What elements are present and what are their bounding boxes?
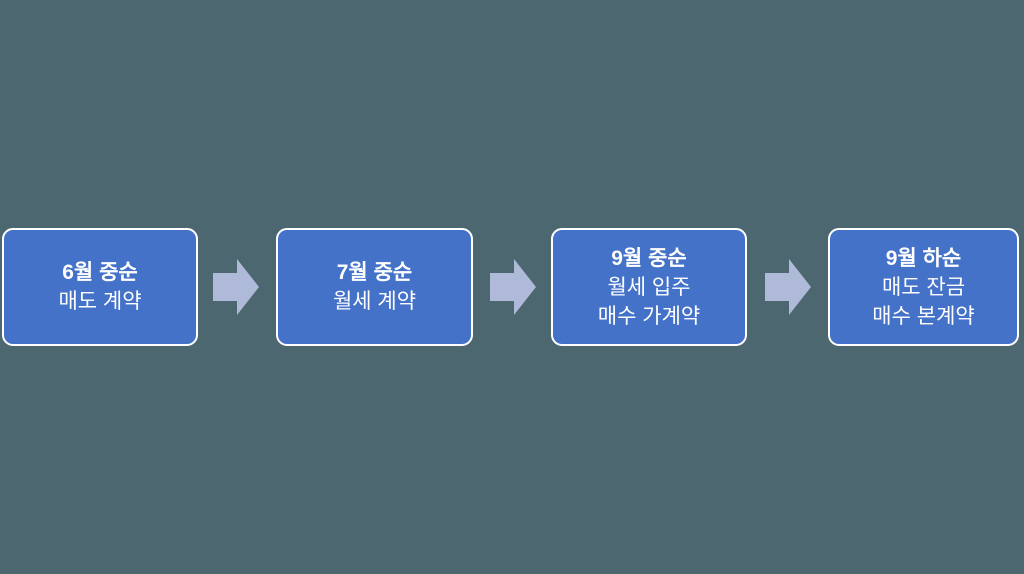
- step-4-line-1: 매도 잔금: [881, 275, 966, 299]
- step-1-title: 6월 중순: [62, 261, 138, 284]
- step-2-line-1: 월세 계약: [332, 290, 417, 313]
- flow-step-3: 9월 중순 월세 입주 매수 가계약: [551, 228, 747, 346]
- right-arrow-icon: [213, 259, 259, 315]
- flow-step-2: 7월 중순 월세 계약: [276, 228, 473, 346]
- right-arrow-icon: [490, 259, 536, 315]
- flow-step-4: 9월 하순 매도 잔금 매수 본계약: [828, 228, 1019, 346]
- step-3-line-1: 월세 입주: [607, 275, 691, 299]
- flow-step-1: 6월 중순 매도 계약: [2, 228, 198, 346]
- right-arrow-icon: [765, 259, 811, 315]
- step-2-title: 7월 중순: [336, 261, 413, 284]
- step-3-line-2: 매수 가계약: [597, 304, 701, 328]
- step-4-title: 9월 하순: [885, 246, 962, 270]
- step-3-title: 9월 중순: [611, 246, 687, 270]
- step-1-line-1: 매도 계약: [58, 290, 142, 313]
- step-4-line-2: 매수 본계약: [872, 304, 975, 328]
